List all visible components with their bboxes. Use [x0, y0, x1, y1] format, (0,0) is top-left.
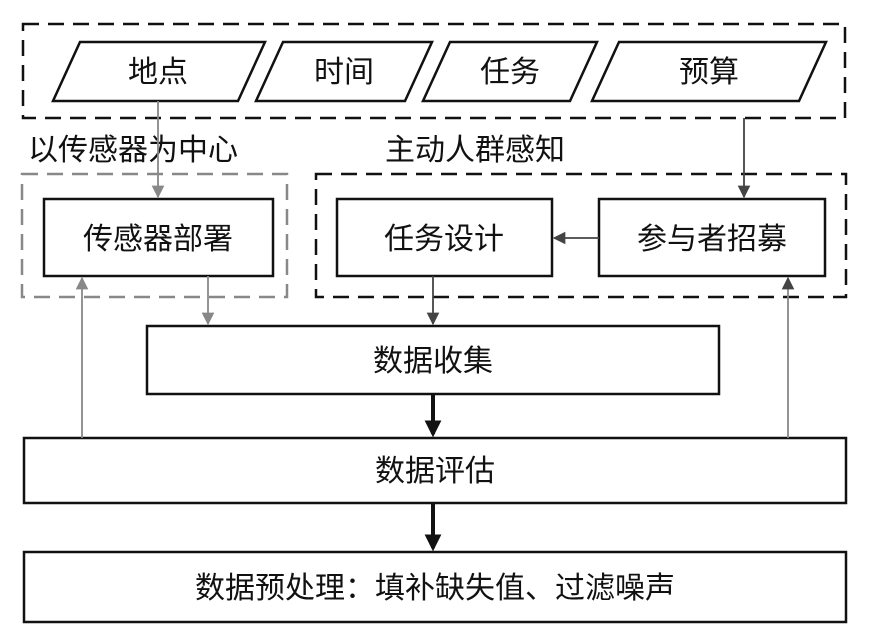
input-location-label: 地点	[128, 55, 188, 90]
data-preprocessing-label: 数据预处理：填补缺失值、过滤噪声	[195, 571, 675, 606]
input-task-label: 任务	[480, 55, 540, 90]
data-collection-label: 数据收集	[373, 344, 493, 379]
input-budget: 预算	[590, 40, 828, 103]
input-time: 时间	[254, 40, 434, 103]
input-time-label: 时间	[314, 55, 374, 90]
task-design-label: 任务设计	[384, 222, 504, 257]
data-evaluation-label: 数据评估	[375, 454, 495, 489]
data-preprocessing-node: 数据预处理：填补缺失值、过滤噪声	[22, 550, 848, 624]
task-design-node: 任务设计	[335, 197, 554, 278]
sensor-centric-group-label: 以传感器为中心	[28, 133, 238, 168]
input-location: 地点	[51, 40, 267, 103]
sensor-deployment-label: 传感器部署	[83, 222, 233, 257]
data-evaluation-node: 数据评估	[22, 436, 848, 505]
sensor-centric-group	[20, 172, 289, 299]
input-task: 任务	[421, 40, 599, 103]
input-budget-label: 预算	[679, 55, 739, 90]
participant-recruitment-label: 参与者招募	[637, 222, 787, 257]
inputs-container	[21, 22, 847, 120]
participant-recruitment-node: 参与者招募	[597, 197, 827, 278]
active-crowdsensing-group-label: 主动人群感知	[385, 133, 565, 168]
active-crowdsensing-group	[314, 172, 848, 299]
data-collection-node: 数据收集	[145, 324, 721, 396]
sensor-deployment-node: 传感器部署	[42, 197, 275, 278]
